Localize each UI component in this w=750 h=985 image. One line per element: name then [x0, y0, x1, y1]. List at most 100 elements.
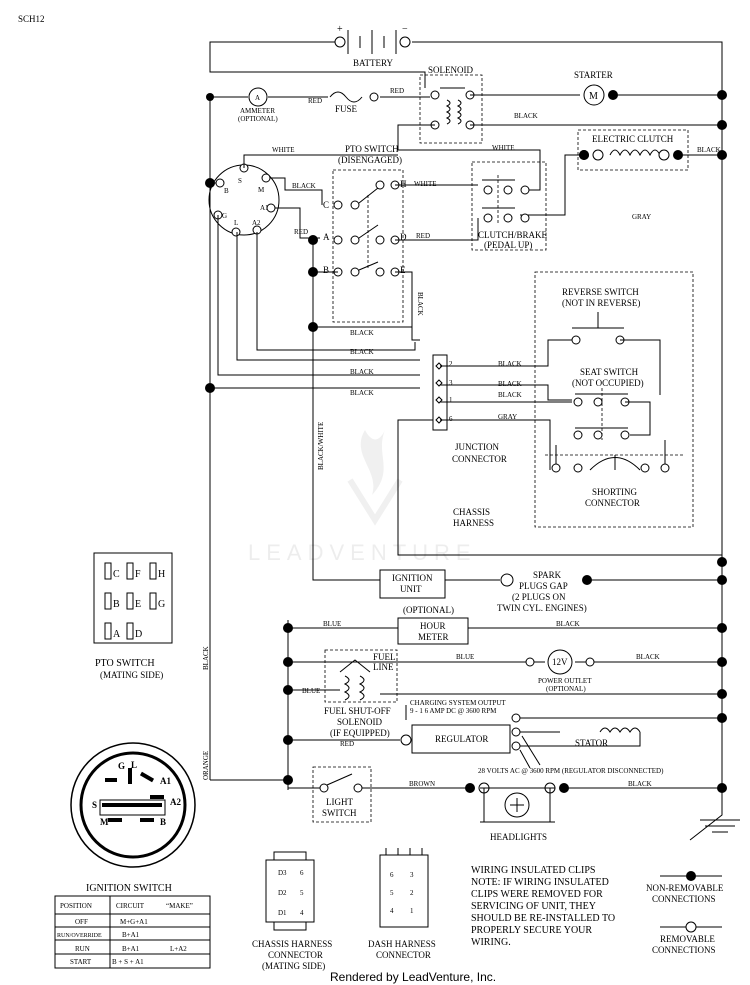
legend-removable-2: CONNECTIONS	[652, 945, 716, 955]
chassis-harness-connector: D3 6 D2 5 D1 4 CHASSIS HARNESS CONNECTOR…	[252, 851, 332, 971]
black-wire-g	[217, 215, 420, 376]
wiring-clips-note: WIRING INSULATED CLIPS NOTE: IF WIRING I…	[471, 865, 615, 948]
starter: M STARTER	[574, 70, 613, 106]
dash-pin: 1	[410, 907, 414, 915]
fuel-solenoid-wire	[288, 689, 722, 695]
wire-label-black: BLACK	[416, 292, 424, 316]
clutch-brake-state: (PEDAL UP)	[484, 240, 532, 250]
battery-plus: +	[337, 24, 343, 35]
connector	[525, 657, 535, 667]
wire-label-red: RED	[308, 97, 322, 105]
starter-label: STARTER	[574, 70, 613, 80]
shorting-connector: SHORTING CONNECTOR	[545, 440, 685, 508]
wire-label-red: RED	[390, 87, 404, 95]
wire-label-black-white: BLACK/WHITE	[317, 422, 325, 470]
battery: + − BATTERY	[334, 24, 411, 68]
wire-label-black: BLACK	[556, 620, 580, 628]
chassis-pin: D3	[278, 869, 287, 877]
wire-label-black: BLACK	[292, 182, 316, 190]
junction-connector: 2 3 1 6 JUNCTION CONNECTOR	[432, 354, 507, 464]
headlights-label: HEADLIGHTS	[490, 832, 547, 842]
junction-pin-3: 3	[449, 379, 453, 387]
battery-positive-wire	[209, 41, 426, 88]
pto-terminal-c: C	[323, 200, 329, 210]
clutch-gray-wire	[520, 154, 584, 216]
node	[205, 383, 215, 393]
table-cell: B+A1	[122, 945, 140, 953]
node	[717, 623, 727, 633]
ammeter-label: AMMETER	[240, 107, 275, 115]
terminal-s: S	[238, 177, 242, 185]
spark-label-2: PLUGS GAP	[519, 581, 568, 591]
face-a1: A1	[160, 776, 171, 786]
seat-switch: SEAT SWITCH (NOT OCCUPIED)	[572, 367, 651, 440]
wire-label-black: BLACK	[498, 360, 522, 368]
pto-pin-b: B	[113, 599, 120, 610]
black-white-wire	[312, 240, 380, 581]
node	[717, 120, 727, 130]
pto-pin-h: H	[158, 569, 165, 580]
power-outlet: 12V POWER OUTLET (OPTIONAL)	[538, 649, 592, 693]
wire-label-brown: BROWN	[409, 780, 435, 788]
table-cell: RUN	[75, 945, 90, 953]
chassis-pin: 5	[300, 889, 304, 897]
headlights: HEADLIGHTS	[465, 782, 569, 842]
document-id: SCH12	[18, 14, 45, 24]
chassis-pin: 6	[300, 869, 304, 877]
connector	[511, 713, 521, 723]
hour-meter-optional: (OPTIONAL)	[403, 605, 454, 615]
dash-pin: 6	[390, 871, 394, 879]
seat-switch-state: (NOT OCCUPIED)	[572, 378, 644, 388]
watermark: LEADVENTURE	[248, 430, 471, 565]
pto-terminal-e: E	[400, 265, 406, 275]
fuel-solenoid-label-3: (IF EQUIPPED)	[330, 728, 390, 738]
pto-terminal-a: A	[323, 232, 330, 242]
connection-legend: NON-REMOVABLE CONNECTIONS REMOVABLE CONN…	[646, 871, 724, 955]
fuse-label: FUSE	[335, 104, 358, 114]
removable-symbol	[685, 921, 697, 933]
table-cell: L+A2	[170, 945, 187, 953]
table-cell: B + S + A1	[112, 958, 144, 966]
pto-pin-f: F	[135, 569, 141, 580]
footer-credit: Rendered by LeadVenture, Inc.	[330, 970, 496, 984]
hour-meter-label-2: METER	[418, 632, 449, 642]
pto-pin-g: G	[158, 599, 165, 610]
terminal-l: L	[234, 219, 238, 227]
wire-label-black: BLACK	[498, 391, 522, 399]
regulator-label: REGULATOR	[435, 734, 488, 744]
fuel-shutoff-solenoid: FUEL LINE FUEL SHUT-OFF SOLENOID (IF EQU…	[324, 649, 398, 738]
ground-bus	[412, 41, 723, 780]
connector	[511, 741, 521, 751]
chassis-harness-label-2: HARNESS	[453, 518, 494, 528]
wire-label-red: RED	[340, 740, 354, 748]
shorting-label: SHORTING	[592, 487, 637, 497]
connector	[511, 727, 521, 737]
ground-symbol	[700, 819, 740, 833]
non-removable-symbol	[686, 871, 696, 881]
ignition-unit: IGNITION UNIT	[379, 569, 446, 599]
node	[717, 90, 727, 100]
battery-feed-wire	[209, 97, 216, 184]
fuel-solenoid-label-2: SOLENOID	[337, 717, 382, 727]
wire-label-blue: BLUE	[456, 653, 474, 661]
reverse-wire	[620, 339, 661, 395]
ignition-switch-schematic: S M B A1 G L A2	[208, 163, 280, 237]
chassis-harness-label: CHASSIS	[453, 507, 490, 517]
reverse-switch-label: REVERSE SWITCH	[562, 287, 639, 297]
light-switch-label-2: SWITCH	[322, 808, 357, 818]
junction-pin-1: 1	[449, 396, 453, 404]
junction-gray-6	[440, 419, 551, 470]
pto-pin-e: E	[135, 599, 141, 610]
wire-label-black: BLACK	[350, 368, 374, 376]
terminal-g: G	[222, 212, 227, 220]
table-cell: RUN/OVERRIDE	[57, 933, 102, 939]
node	[308, 267, 318, 277]
node	[717, 150, 727, 160]
stator-label: STATOR	[575, 738, 608, 748]
electric-clutch: ELECTRIC CLUTCH	[577, 129, 689, 171]
pto-pin-a: A	[113, 629, 121, 640]
ignition-switch-label: IGNITION SWITCH	[86, 883, 172, 894]
face-b: B	[160, 817, 166, 827]
note-line: SERVICING OF UNIT, THEY	[471, 901, 596, 912]
